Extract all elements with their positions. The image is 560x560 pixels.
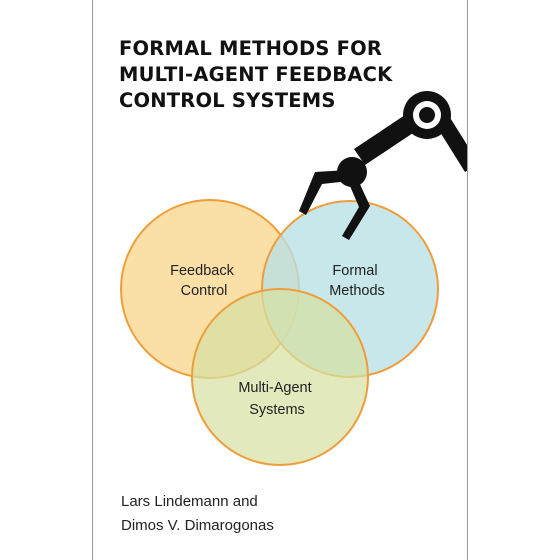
title-line-2: MULTI-AGENT FEEDBACK — [119, 63, 393, 86]
book-cover: FORMAL METHODS FOR MULTI-AGENT FEEDBACK … — [92, 0, 468, 560]
title-line-1: FORMAL METHODS FOR — [119, 37, 383, 60]
multi-agent-systems-circle — [191, 288, 369, 466]
multi-agent-systems-label: Multi-Agent Systems — [238, 380, 315, 418]
cover-illustration: Feedback Control Formal Methods Multi-Ag… — [120, 91, 467, 466]
title-line-3: CONTROL SYSTEMS — [119, 89, 336, 112]
book-title: FORMAL METHODS FOR MULTI-AGENT FEEDBACK … — [119, 36, 459, 114]
formal-methods-label: Formal Methods — [329, 263, 385, 299]
robot-arm-icon — [299, 91, 467, 240]
feedback-control-label: Feedback Control — [170, 263, 238, 299]
authors: Lars Lindemann and Dimos V. Dimarogonas — [121, 490, 274, 538]
author-line-1: Lars Lindemann and — [121, 493, 258, 510]
author-line-2: Dimos V. Dimarogonas — [121, 517, 274, 534]
venn-diagram: Feedback Control Formal Methods Multi-Ag… — [120, 199, 439, 466]
